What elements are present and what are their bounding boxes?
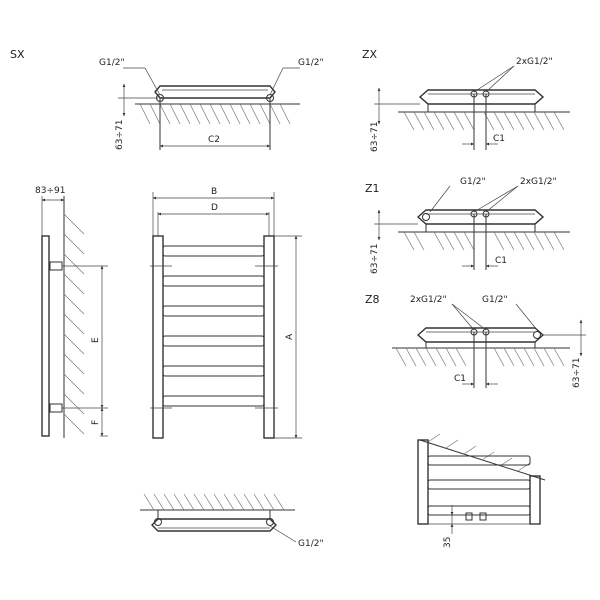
side-bracket-top [49, 261, 63, 271]
side-bracket-bottom [49, 403, 63, 413]
bottom-wall-hatch [143, 493, 285, 511]
z8-c1-label: C1 [454, 374, 466, 384]
sx-height-label: 63÷71 [115, 120, 125, 150]
front-b-label: B [211, 187, 217, 197]
bottom-conn-label: G1/2" [298, 539, 324, 549]
sx-title: SX [10, 48, 25, 61]
z8-conn-left-label: 2xG1/2" [410, 295, 447, 305]
z1-title: Z1 [365, 182, 380, 195]
zx-view: ZX 2xG1/2" 63÷71 C1 [362, 48, 570, 152]
sx-conn-right-label: G1/2" [298, 58, 324, 68]
front-a-label: A [285, 333, 295, 340]
side-wall-hatch [63, 213, 85, 435]
z1-height-label: 63÷71 [370, 244, 380, 274]
z8-title: Z8 [365, 293, 380, 306]
z8-radiator [416, 327, 545, 388]
side-e-label: E [91, 337, 101, 343]
zx-title: ZX [362, 48, 378, 61]
bottom-radiator [151, 510, 277, 532]
detail-left-collector [417, 439, 429, 525]
detail-view: 35 [417, 433, 546, 548]
sx-wall-hatch [139, 103, 291, 125]
z1-conn-left-label: G1/2" [460, 177, 486, 187]
z1-wall-hatch [403, 231, 565, 251]
z1-conn-right-label: 2xG1/2" [520, 177, 557, 187]
front-d-label: D [211, 203, 218, 213]
zx-conn-label: 2xG1/2" [516, 57, 553, 67]
z1-c1-label: C1 [495, 256, 507, 266]
sx-conn-left-label: G1/2" [99, 58, 125, 68]
side-radiator-profile [41, 235, 50, 437]
z1-view: Z1 G1/2" 2xG1/2" 63÷71 [365, 177, 570, 274]
side-view: 83÷91 E F [35, 186, 108, 438]
z8-conn-right-label: G1/2" [482, 295, 508, 305]
z1-radiator [416, 209, 545, 270]
z8-view: Z8 2xG1/2" G1/2" 63÷71 [365, 293, 586, 388]
zx-wall-hatch [403, 111, 565, 131]
detail-35-label: 35 [443, 537, 453, 548]
z8-height-label: 63÷71 [572, 358, 582, 388]
zx-c1-label: C1 [493, 134, 505, 144]
side-gap-label: 83÷91 [35, 186, 65, 196]
detail-right-collector [529, 475, 541, 525]
sx-view: SX G1/2" G1/2" [10, 48, 324, 150]
z8-wall-hatch [395, 347, 565, 367]
detail-valve-right [479, 512, 487, 521]
front-rails [162, 245, 265, 407]
side-f-label: F [91, 420, 101, 425]
front-view: B D A [150, 187, 302, 439]
zx-height-label: 63÷71 [370, 122, 380, 152]
zx-radiator [418, 89, 545, 150]
sx-c2-label: C2 [208, 135, 220, 145]
bottom-view: G1/2" [140, 493, 324, 549]
detail-valve-left [465, 512, 473, 521]
